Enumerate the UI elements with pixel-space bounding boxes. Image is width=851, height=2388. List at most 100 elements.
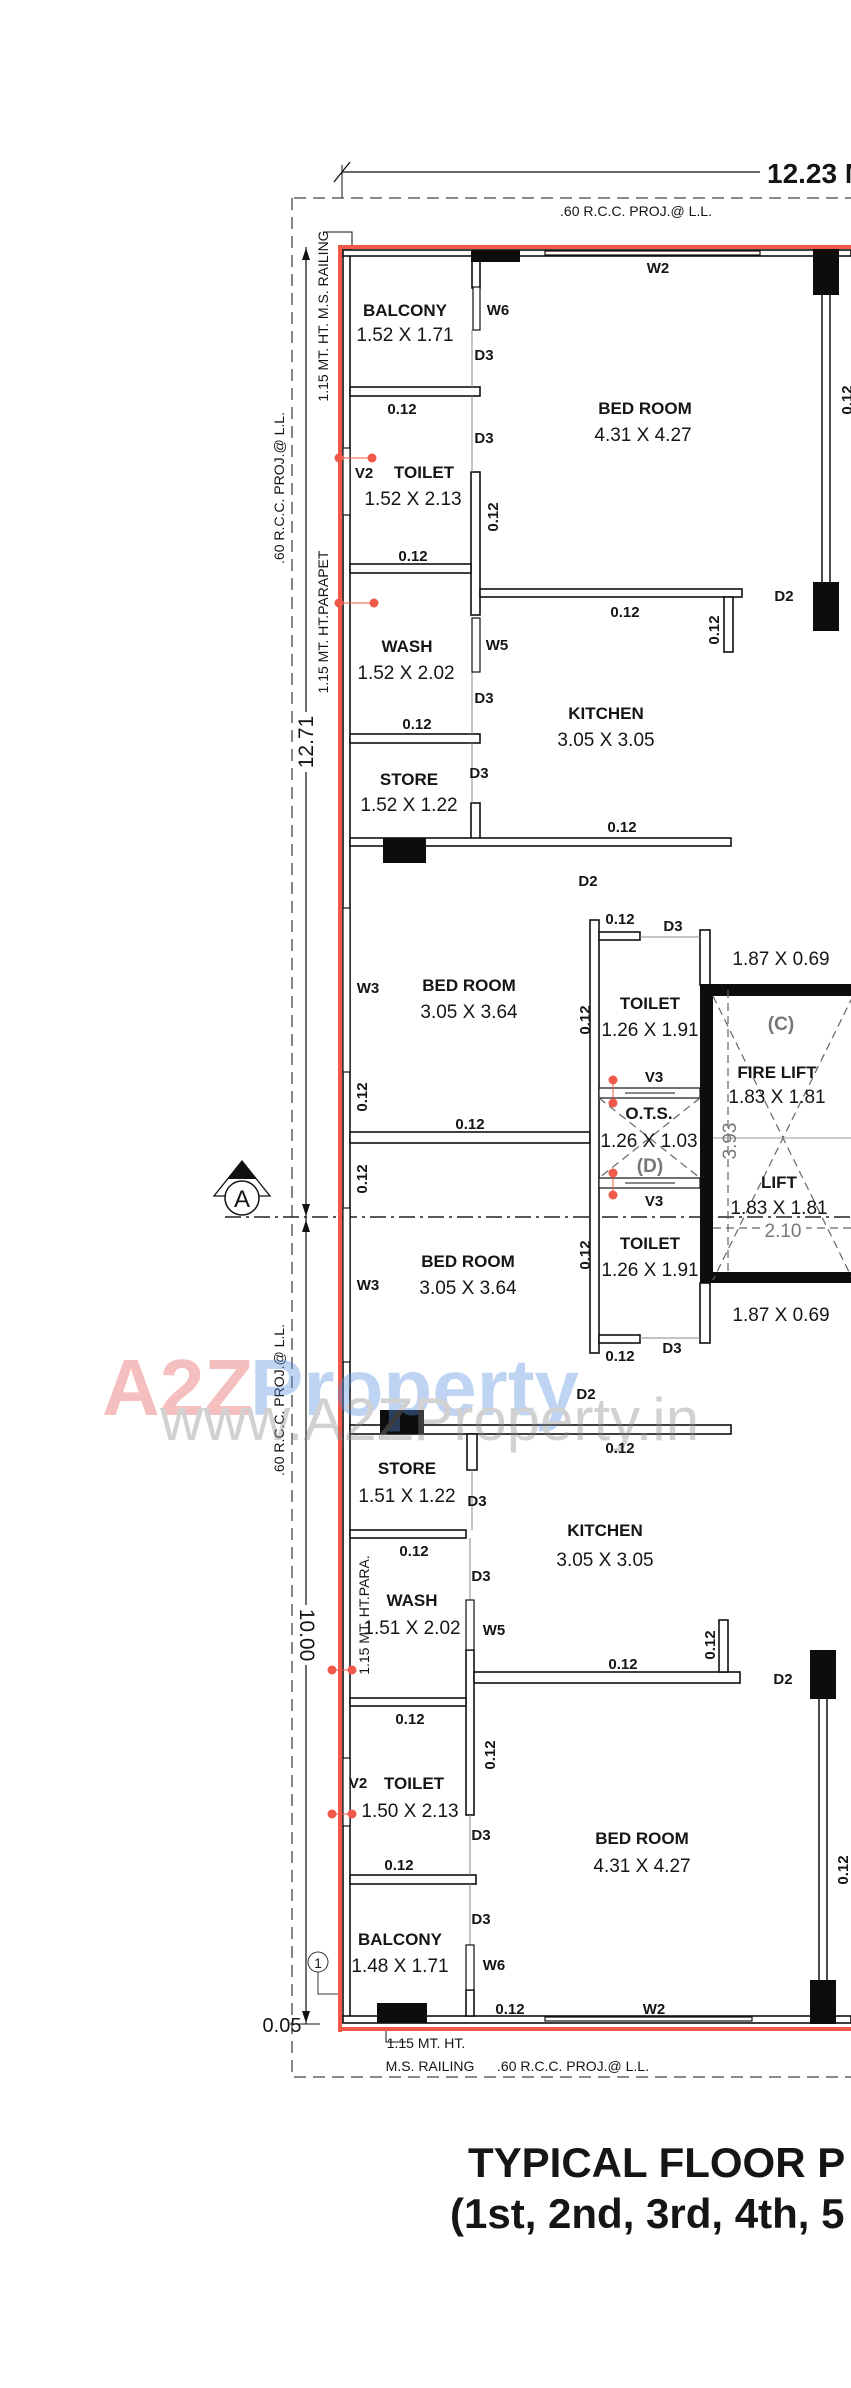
wall-thickness: 0.12 [605, 1440, 634, 1457]
room-size: 1.50 X 2.13 [361, 1801, 458, 1822]
door-label: D3 [467, 1493, 486, 1510]
room-name: STORE [378, 1459, 436, 1478]
wall-thickness: 0.12 [605, 911, 634, 928]
columns [377, 249, 839, 2024]
room-name: FIRE LIFT [737, 1063, 817, 1082]
shaft-width-dimension: 2.10 [765, 1221, 802, 1242]
ventilator-label: V3 [645, 1193, 663, 1210]
parapet-note: 1.15 MT. HT.PARAPET [315, 550, 331, 693]
room-name: LIFT [761, 1173, 797, 1192]
window-label: W2 [643, 2001, 666, 2018]
door-label: D3 [474, 690, 493, 707]
room-name: BALCONY [358, 1930, 443, 1949]
wall-thickness: 0.12 [354, 1164, 371, 1193]
plan-title: TYPICAL FLOOR P [468, 2139, 845, 2186]
door-label: D3 [663, 918, 682, 935]
plan-subtitle: (1st, 2nd, 3rd, 4th, 5 [450, 2190, 844, 2237]
room-size: 1.48 X 1.71 [351, 1956, 448, 1977]
wall-thickness: 0.12 [485, 502, 502, 531]
room-name: BED ROOM [422, 976, 516, 995]
door-label: D3 [471, 1568, 490, 1585]
wall-thickness: 0.12 [610, 604, 639, 621]
lobby-size: 1.87 X 0.69 [732, 1305, 829, 1326]
wall-thickness: 0.12 [607, 819, 636, 836]
room-size: 4.31 X 4.27 [594, 425, 691, 446]
watermark-url: www.A2ZProperty.in [159, 1386, 699, 1453]
left-rcc-projection-note-lower: .60 R.C.C. PROJ.@ L.L. [271, 1324, 287, 1476]
wall-thickness: 0.12 [482, 1740, 499, 1769]
grid-marker-1: 1 [307, 1951, 340, 1995]
room-size: 1.52 X 2.13 [364, 489, 461, 510]
wall-thickness: 0.12 [605, 1348, 634, 1365]
door-label: D3 [469, 765, 488, 782]
room-size: 1.83 X 1.81 [728, 1087, 825, 1108]
wall-thickness: 0.12 [835, 1855, 851, 1884]
wall-thickness: 0.12 [608, 1656, 637, 1673]
walls [342, 249, 851, 2024]
railing-note: 1.15 MT. HT. M.S. RAILING [315, 230, 331, 401]
room-size: 3.05 X 3.64 [420, 1002, 518, 1023]
windows [342, 250, 761, 2022]
window-label: W5 [486, 637, 509, 654]
watermark-brand-b: Property [250, 1343, 579, 1432]
watermark: A2Z Property www.A2ZProperty.in [102, 1343, 699, 1453]
watermark-brand-a: A2Z [102, 1343, 253, 1432]
door-label: D2 [578, 873, 597, 890]
window-label: W3 [357, 1277, 380, 1294]
room-size: 1.51 X 1.22 [358, 1486, 455, 1507]
room-size: 1.52 X 2.02 [357, 663, 454, 684]
room-name: BED ROOM [598, 399, 692, 418]
wall-thickness: 0.12 [839, 385, 851, 414]
room-labels: BALCONY 1.52 X 1.71 TOILET 1.52 X 2.13 B… [351, 301, 829, 1977]
wall-thickness: 0.12 [495, 2001, 524, 2018]
room-name: TOILET [384, 1774, 445, 1793]
top-rcc-projection-note: .60 R.C.C. PROJ.@ L.L. [560, 203, 712, 219]
wall-thickness: 0.12 [387, 401, 416, 418]
door-label: D2 [774, 588, 793, 605]
opening-labels: W2 W6 D3 D3 V2 D2 W5 D3 D3 D2 D3 W3 V3 V… [349, 260, 794, 2018]
left-rcc-projection-note: .60 R.C.C. PROJ.@ L.L. [271, 412, 287, 564]
wall-thickness: 0.12 [577, 1240, 594, 1269]
window-label: W6 [487, 302, 510, 319]
ventilator-label: V2 [355, 465, 373, 482]
room-name: WASH [387, 1591, 438, 1610]
door-label: D2 [576, 1386, 595, 1403]
room-size: 1.83 X 1.81 [730, 1198, 827, 1219]
side-dimension-line [290, 247, 320, 2025]
offset-dimension: 0.05 [263, 2015, 302, 2037]
railing-leader-top [324, 231, 353, 247]
fire-lift-marker: (C) [768, 1014, 794, 1035]
ventilator-label: V3 [645, 1069, 663, 1086]
wall-thickness: 0.12 [577, 1005, 594, 1034]
door-openings [469, 330, 700, 1945]
room-size: 3.05 X 3.64 [419, 1278, 517, 1299]
overall-width-dimension: 12.23 M [767, 158, 851, 189]
wall-thickness: 0.12 [702, 1630, 719, 1659]
upper-height-dimension: 12.71 [295, 716, 318, 769]
room-name: WASH [382, 637, 433, 656]
room-size: 1.52 X 1.71 [356, 325, 453, 346]
room-name: KITCHEN [568, 704, 644, 723]
lift-core [598, 984, 851, 1283]
door-label: D3 [471, 1911, 490, 1928]
room-size: 1.52 X 1.22 [360, 795, 457, 816]
section-marker-a: A [212, 1159, 272, 1216]
railing-leader [385, 2030, 406, 2043]
plumbing-points [327, 453, 618, 1819]
lobby-size: 1.87 X 0.69 [732, 949, 829, 970]
window-label: W5 [483, 1622, 506, 1639]
room-name: BALCONY [363, 301, 448, 320]
wall-thickness: 0.12 [399, 1543, 428, 1560]
shaft-height-dimension: 3.93 [720, 1123, 741, 1160]
room-size: 1.51 X 2.02 [363, 1618, 460, 1639]
wall-thickness: 0.12 [706, 615, 723, 644]
room-name: TOILET [620, 1234, 681, 1253]
wall-thickness: 0.12 [455, 1116, 484, 1133]
door-label: D3 [474, 430, 493, 447]
ots-marker: (D) [637, 1156, 663, 1177]
door-label: D3 [662, 1340, 681, 1357]
room-size: 3.05 X 3.05 [557, 730, 654, 751]
wall-thickness-labels: 0.12 0.12 0.12 0.12 0.12 0.12 0.12 0.12 … [354, 385, 851, 2018]
railing-note-line2: M.S. RAILING [386, 2058, 475, 2074]
